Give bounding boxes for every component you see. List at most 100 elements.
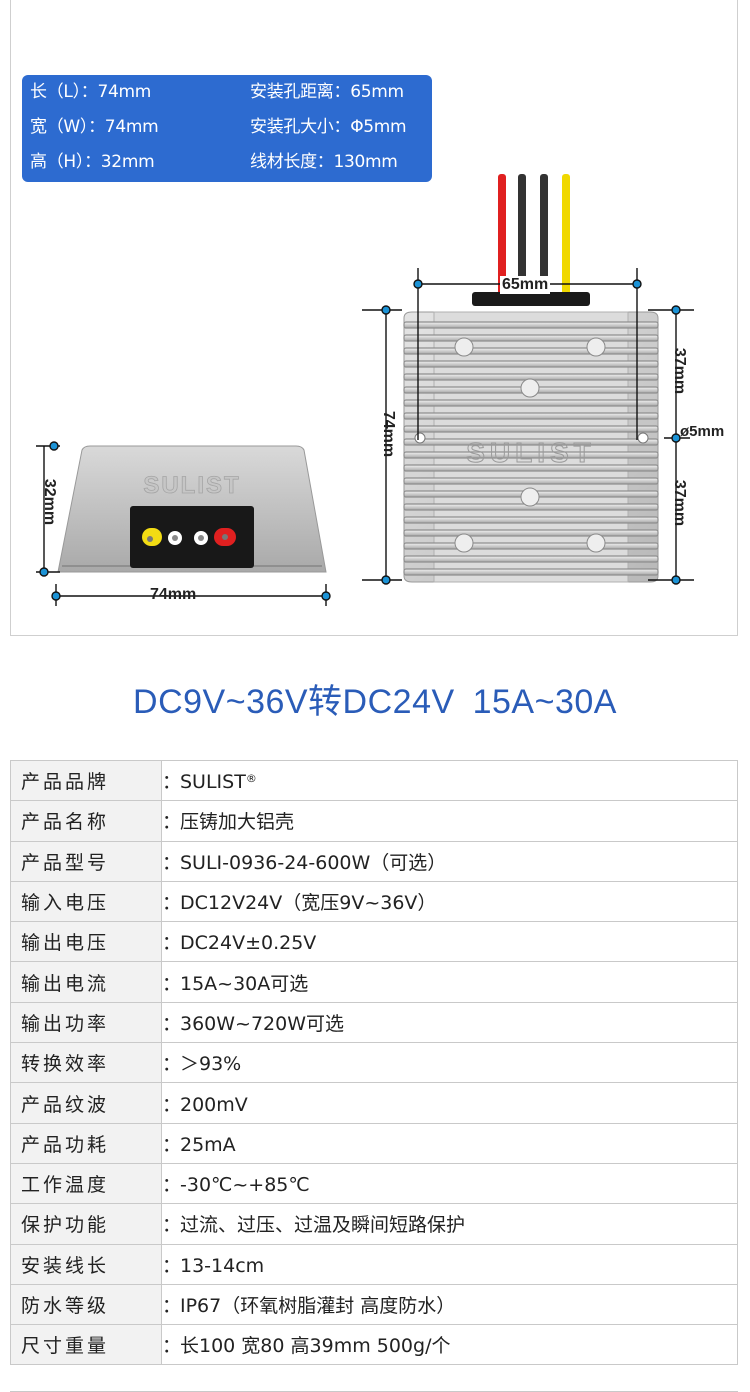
table-row: 产品品牌：SULIST® [10,759,738,802]
spec-label: 输出电流 [10,961,162,1003]
spec-label: 尺寸重量 [10,1324,162,1366]
spec-value: 200mV [180,1093,248,1116]
spec-separator: ： [162,771,182,794]
spec-value: ＞93% [180,1053,242,1076]
spec-value: IP67（环氧树脂灌封 高度防水） [180,1295,456,1317]
spec-label: 工作温度 [10,1162,162,1205]
top-view: SULIST [362,174,694,585]
spec-value-cell: ：过流、过压、过温及瞬间短路保护 [161,1203,738,1245]
spec-value: DC12V24V（宽压9V~36V） [180,892,437,915]
spec-value: 过流、过压、过温及瞬间短路保护 [180,1214,466,1237]
registered-mark: ® [245,772,257,786]
dimension-spec-box: 长（L）：74mm 宽（W）：74mm 高（H）：32mm 安装孔距离：65mm… [22,75,432,182]
table-row: 安装线长：13-14cm [10,1243,738,1285]
spec-separator: ： [162,1012,182,1035]
spec-value-cell: ：DC12V24V（宽压9V~36V） [161,880,738,923]
spec-separator: ： [162,811,182,834]
spec-label: 保护功能 [10,1203,162,1245]
spec-value-cell: ：15A~30A可选 [161,961,738,1003]
dim-37-lower: 37mm [671,479,689,527]
spec-wire-length: 线材长度：130mm [250,152,398,172]
spec-value: 25mA [180,1133,236,1156]
product-dimension-drawing: SULIST [36,174,694,606]
spec-value-cell: ：长100 宽80 高39mm 500g/个 [161,1324,738,1366]
table-row: 输出电压：DC24V±0.25V [10,921,738,963]
spec-hole-distance: 安装孔距离：65mm [250,82,404,102]
spec-separator: ： [162,972,182,995]
dim-side-height: 32mm [41,478,59,526]
table-row: 转换效率：＞93% [10,1042,738,1084]
spec-separator: ： [162,932,182,955]
spec-separator: ： [162,1093,182,1116]
spec-width: 宽（W）：74mm [30,117,159,137]
spec-label: 防水等级 [10,1283,162,1326]
spec-separator: ： [162,1214,182,1237]
spec-value-cell: ：SULI-0936-24-600W（可选） [161,840,738,882]
spec-height: 高（H）：32mm [30,152,155,172]
spec-value: 长100 宽80 高39mm 500g/个 [180,1335,451,1358]
spec-label: 产品名称 [10,800,162,842]
spec-value: DC24V±0.25V [180,932,317,955]
table-row: 产品功耗：25mA [10,1122,738,1164]
spec-value: 15A~30A可选 [180,972,309,995]
spec-separator: ： [162,1254,182,1277]
spec-value-cell: ：13-14cm [161,1243,738,1285]
dim-side-width: 74mm [150,586,197,603]
mount-hole-right [637,432,649,444]
spec-label: 转换效率 [10,1042,162,1084]
table-row: 产品名称：压铸加大铝壳 [10,800,738,842]
spec-value-cell: ：200mV [161,1082,738,1124]
dim-37-upper: 37mm [671,347,689,395]
spec-value: 360W~720W可选 [180,1012,345,1035]
spec-separator: ： [162,1174,182,1197]
table-row: 输入电压：DC12V24V（宽压9V~36V） [10,880,738,923]
spec-value-cell: ：DC24V±0.25V [161,921,738,963]
spec-value-cell: ：-30℃~+85℃ [161,1162,738,1205]
spec-table: 产品品牌：SULIST®产品名称：压铸加大铝壳产品型号：SULI-0936-24… [10,759,738,1366]
spec-hole-size: 安装孔大小：Φ5mm [250,117,407,137]
table-row: 产品型号：SULI-0936-24-600W（可选） [10,840,738,882]
spec-value-cell: ：IP67（环氧树脂灌封 高度防水） [161,1283,738,1326]
spec-value-cell: ：SULIST® [161,759,738,802]
top-brand-emboss: SULIST [466,437,596,468]
spec-separator: ： [162,892,182,915]
spec-separator: ： [162,1053,182,1076]
spec-value-cell: ：360W~720W可选 [161,1001,738,1044]
dim-hole-diameter: ø5mm [680,423,725,440]
connector-panel [130,506,254,568]
mount-hole-left [414,432,426,444]
spec-value: SULI-0936-24-600W（可选） [180,851,447,874]
spec-value-cell: ：＞93% [161,1042,738,1084]
spec-label: 产品型号 [10,840,162,882]
spec-value: SULIST [180,771,246,794]
table-row: 工作温度：-30℃~+85℃ [10,1162,738,1205]
spec-value: 压铸加大铝壳 [180,811,295,834]
dim-top-length: 74mm [380,410,398,458]
product-title: DC9V~36V转DC24V 15A~30A [133,683,617,721]
spec-separator: ： [162,1335,182,1358]
spec-label: 输出电压 [10,921,162,963]
spec-label: 产品纹波 [10,1082,162,1124]
table-row: 输出电流：15A~30A可选 [10,961,738,1003]
spec-value: 13-14cm [180,1254,265,1277]
table-row: 输出功率：360W~720W可选 [10,1001,738,1044]
spec-label: 产品功耗 [10,1122,162,1164]
spec-value-cell: ：压铸加大铝壳 [161,800,738,842]
spec-label: 输入电压 [10,880,162,923]
table-row: 产品纹波：200mV [10,1082,738,1124]
spec-length: 长（L）：74mm [30,82,152,102]
side-brand-emboss: SULIST [143,472,240,499]
spec-separator: ： [162,851,182,874]
spec-value-cell: ：25mA [161,1122,738,1164]
table-row: 尺寸重量：长100 宽80 高39mm 500g/个 [10,1324,738,1366]
wire-terminals [142,528,236,546]
side-view: SULIST [36,441,331,606]
spec-label: 输出功率 [10,1001,162,1044]
spec-separator: ： [162,1133,182,1156]
dim-hole-spacing: 65mm [500,276,551,294]
spec-value: -30℃~+85℃ [180,1174,310,1197]
spec-label: 产品品牌 [10,759,162,802]
table-row: 保护功能：过流、过压、过温及瞬间短路保护 [10,1203,738,1245]
spec-label: 安装线长 [10,1243,162,1285]
table-row: 防水等级：IP67（环氧树脂灌封 高度防水） [10,1283,738,1326]
